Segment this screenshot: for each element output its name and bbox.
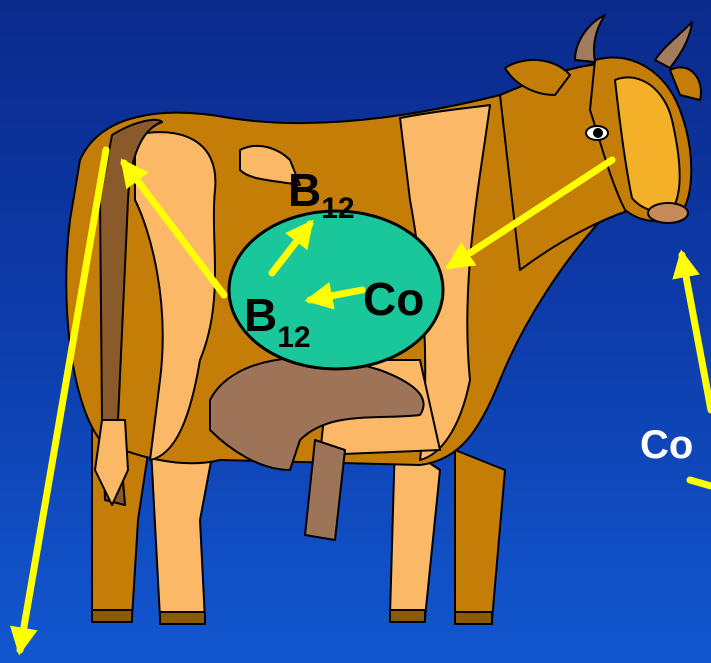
cow-teat: [304, 439, 346, 541]
arrow-tail-down: [9, 146, 110, 656]
cow-front-leg-2: [454, 449, 506, 621]
cow-front-leg: [389, 439, 441, 619]
cow-hoof: [159, 611, 206, 625]
label-b12-top: B12: [288, 164, 355, 225]
label-b12-rumen: B12: [244, 289, 311, 354]
arrow-rumen-to-tail: [120, 158, 228, 299]
cow-pupil: [593, 128, 603, 138]
cow-patch: [134, 131, 217, 461]
cow-ear: [504, 58, 571, 96]
arrow-head-to-rumen: [445, 156, 616, 270]
cow-tail-tuft: [94, 419, 129, 506]
cow-muzzle: [647, 202, 689, 224]
label-co-outside: Co: [640, 423, 693, 467]
cow-ear: [669, 66, 702, 101]
arrow-b12-up: [268, 219, 314, 277]
cow-horn: [574, 14, 606, 63]
arrow-co-to-b12: [304, 282, 366, 310]
label-co-rumen: Co: [363, 273, 424, 325]
cow-illustration: [65, 14, 702, 625]
rumen-ellipse: [227, 209, 445, 371]
cow-hoof: [91, 609, 133, 623]
cow-patch: [239, 144, 301, 186]
arrows: [9, 146, 711, 656]
arrow-soil-tick: [686, 476, 711, 490]
arrow-soil-to-muzzle: [672, 249, 711, 414]
cow-hoof: [389, 609, 426, 623]
cow-horn: [654, 21, 693, 69]
cow-hoof: [454, 611, 493, 625]
